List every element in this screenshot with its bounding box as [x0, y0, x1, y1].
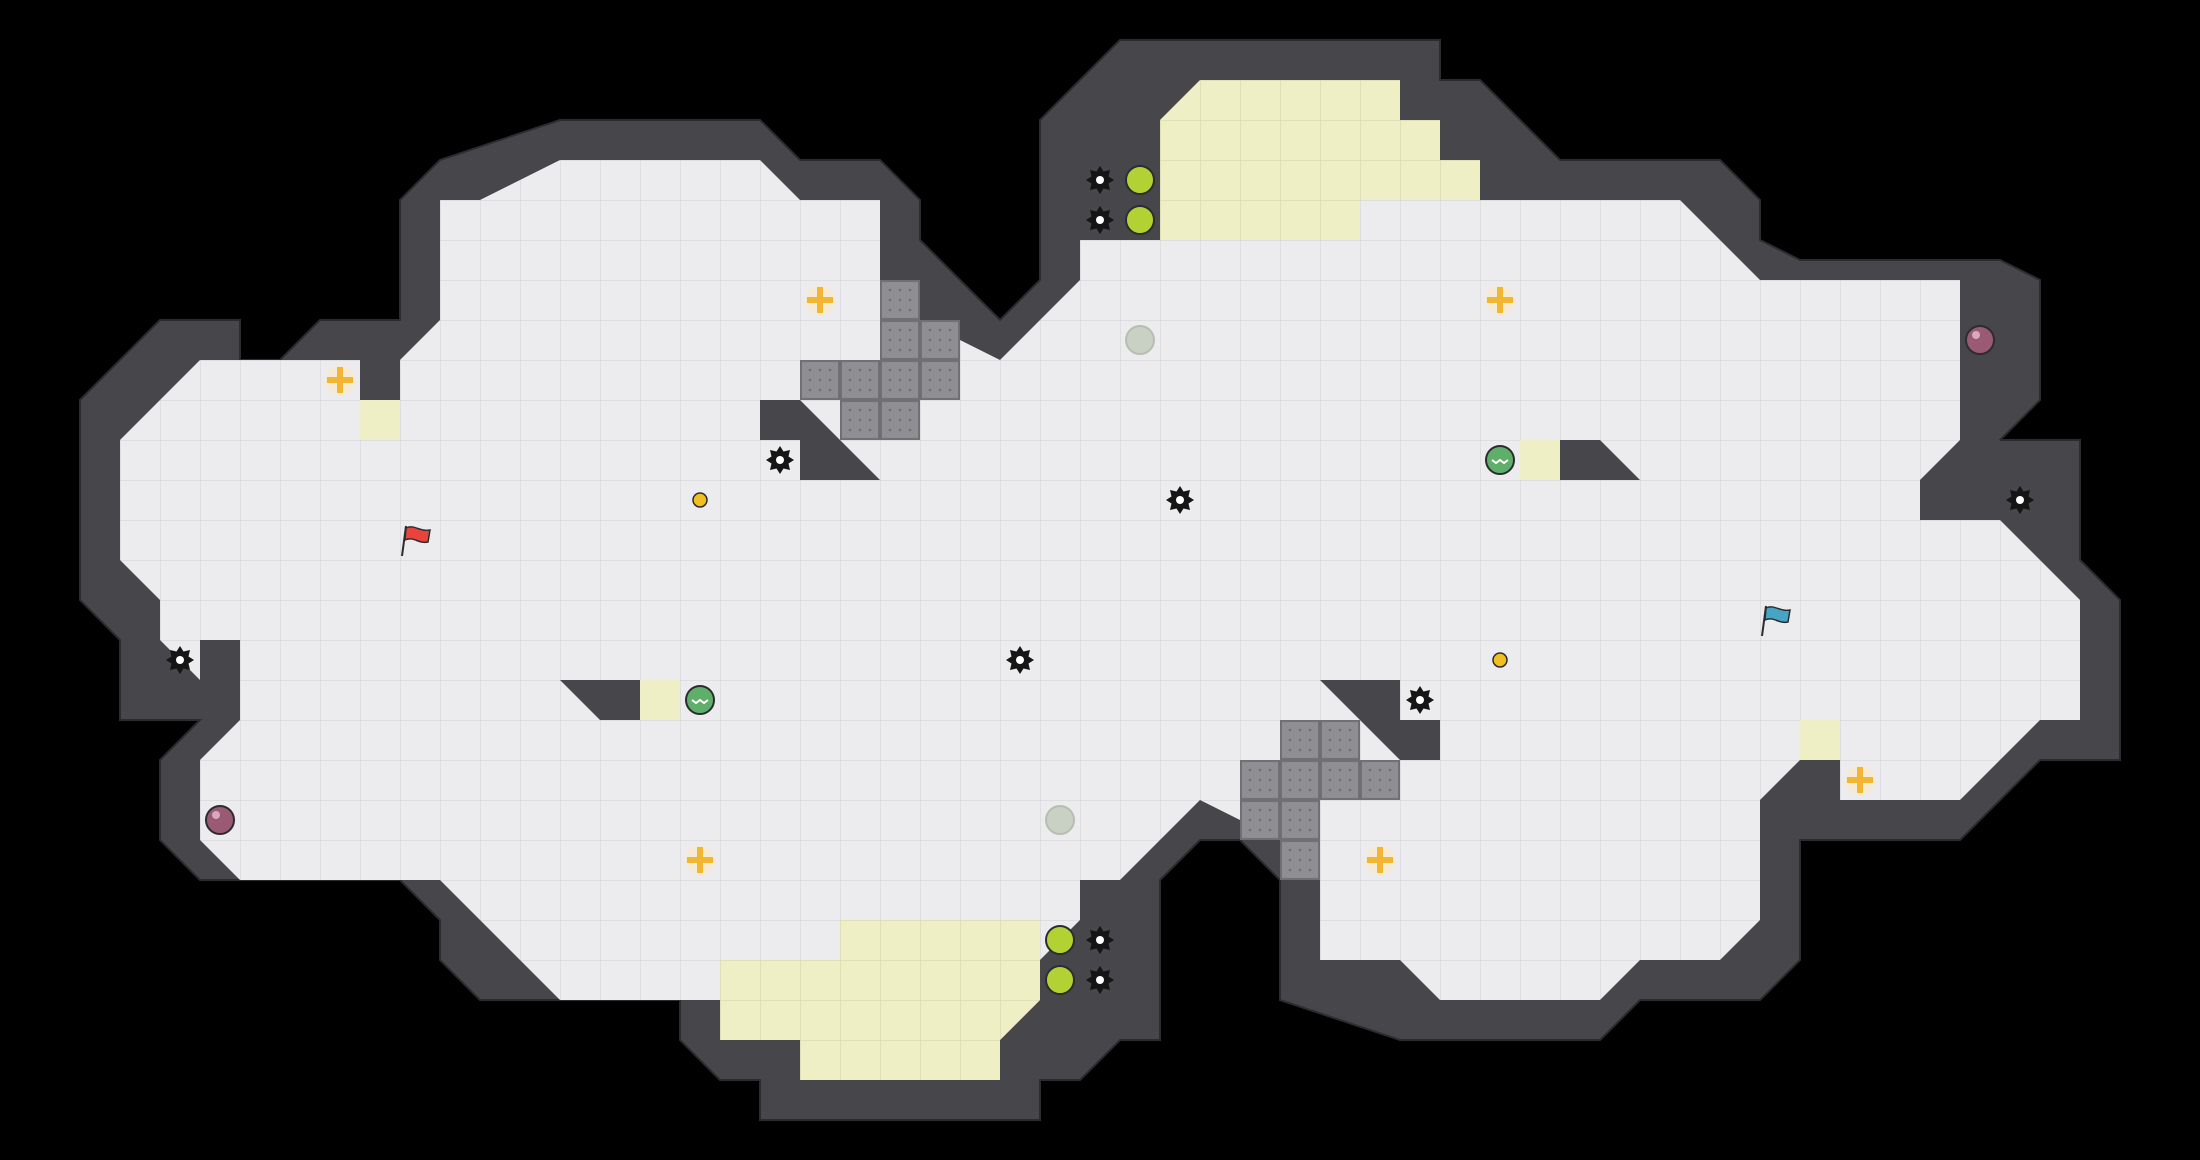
- wall-notch-east: [1960, 440, 2000, 520]
- wall-notch-se: [1800, 760, 1840, 800]
- block-clusters: [800, 280, 1400, 880]
- wall-ramp-4: [1320, 680, 1440, 760]
- coin-icon: [692, 492, 708, 508]
- slime-icon: [685, 685, 715, 715]
- orb-icon: [1125, 165, 1155, 195]
- spike-icon: [2006, 486, 2034, 514]
- goal-zones: [360, 80, 1840, 1080]
- slime-icon: [1485, 445, 1515, 475]
- flags: [401, 525, 1791, 637]
- powerup-icon: [1845, 765, 1875, 795]
- floor: [120, 160, 2080, 1040]
- faded-orbs: [1045, 325, 1155, 835]
- block-cluster-north: [800, 280, 960, 440]
- goal-tile-center-right: [1520, 440, 1560, 480]
- potion-icon: [1965, 325, 1995, 355]
- goal-zone-south: [720, 920, 1040, 1080]
- floor-main: [120, 160, 2080, 1040]
- spike-icon: [1086, 926, 1114, 954]
- goal-tile-west: [360, 400, 400, 440]
- blue-flag-icon: [1761, 605, 1791, 637]
- faded-orb-icon: [1125, 325, 1155, 355]
- faded-orb-icon: [1045, 805, 1075, 835]
- potion-icon: [205, 805, 235, 835]
- goal-zone-north: [1160, 80, 1480, 240]
- spike-icon: [1086, 966, 1114, 994]
- coins: [692, 492, 1508, 668]
- orb-icon: [1045, 965, 1075, 995]
- goal-tile-center-left: [640, 680, 680, 720]
- red-flag-icon: [401, 525, 431, 557]
- powerup-icon: [805, 285, 835, 315]
- orb-icon: [1125, 205, 1155, 235]
- spike-icon: [1166, 486, 1194, 514]
- wall-nub-left: [360, 360, 400, 400]
- powerup-icon: [1485, 285, 1515, 315]
- boost-orbs: [1045, 165, 1155, 995]
- coin-icon: [1492, 652, 1508, 668]
- potions: [205, 325, 1995, 835]
- spike-icon: [1086, 206, 1114, 234]
- spike-icon: [766, 446, 794, 474]
- wall-nub-west: [200, 640, 240, 680]
- powerup-icon: [1365, 845, 1395, 875]
- spike-icon: [1006, 646, 1034, 674]
- spike-icon: [1086, 166, 1114, 194]
- spike-icon: [1406, 686, 1434, 714]
- wall-ramp-2: [560, 680, 640, 720]
- wall-ramp-1: [760, 400, 880, 480]
- block-cluster-south: [1240, 720, 1400, 880]
- orb-icon: [1045, 925, 1075, 955]
- powerup-icon: [685, 845, 715, 875]
- interior-walls: [200, 360, 2000, 800]
- wall-ramp-3: [1560, 440, 1640, 480]
- goal-tile-east: [1800, 720, 1840, 760]
- powerup-icon: [325, 365, 355, 395]
- spike-icon: [166, 646, 194, 674]
- slimes: [685, 445, 1515, 715]
